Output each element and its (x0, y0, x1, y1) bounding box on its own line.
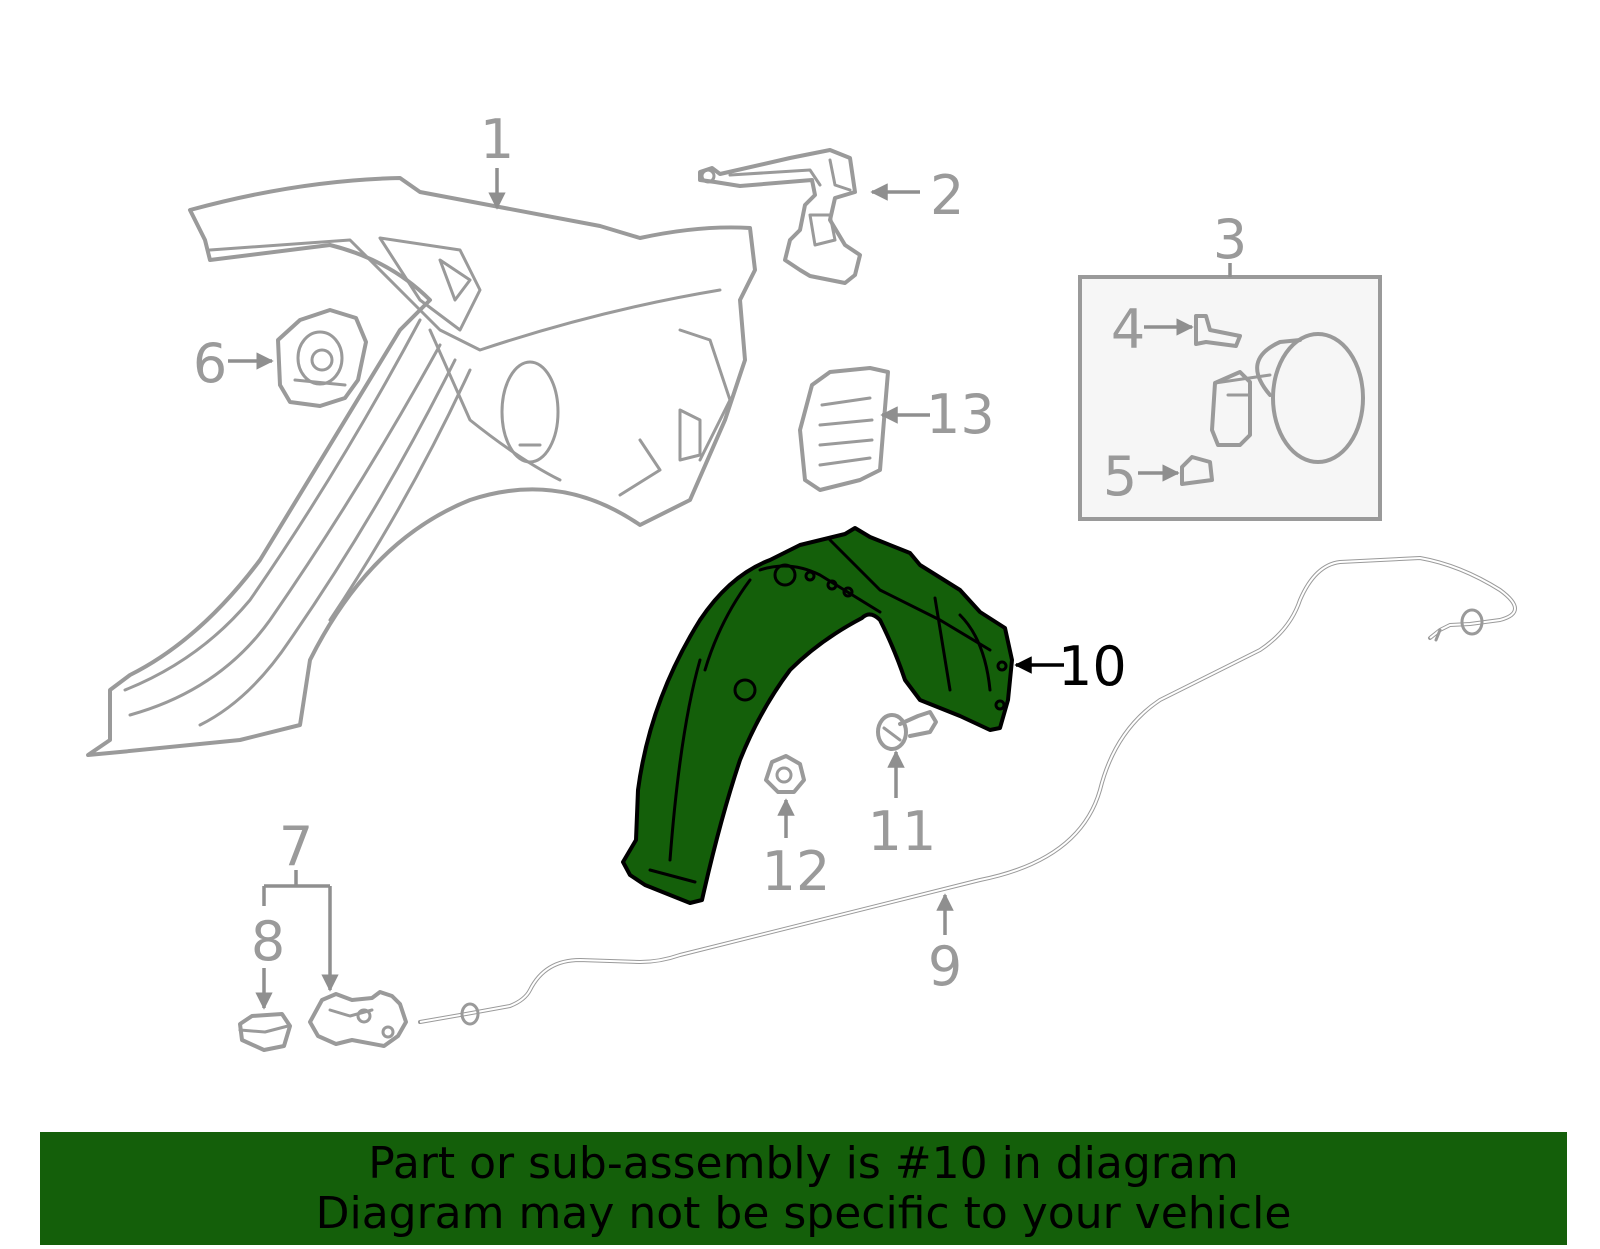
callout-4: 4 (1111, 298, 1145, 361)
wheelhouse-liner-part-10[interactable] (621, 526, 1064, 905)
info-banner: Part or sub-assembly is #10 in diagram D… (40, 1132, 1567, 1245)
callout-9: 9 (928, 935, 962, 998)
callout-5: 5 (1103, 445, 1137, 508)
callout-6: 6 (193, 332, 227, 395)
callout-10: 10 (1058, 635, 1127, 698)
callout-12: 12 (762, 840, 831, 903)
banner-line-1: Part or sub-assembly is #10 in diagram (368, 1137, 1239, 1189)
leader-bracket-part-7 (262, 870, 339, 992)
callout-2: 2 (930, 164, 964, 227)
vent-part-13[interactable] (798, 366, 930, 492)
callout-1: 1 (480, 108, 514, 171)
fuel-door-kit-box-part-3[interactable] (1078, 263, 1382, 521)
callout-8: 8 (251, 910, 285, 973)
screw-part-4[interactable] (1144, 314, 1242, 348)
quarter-panel-part-1[interactable] (86, 176, 757, 757)
callout-11: 11 (868, 800, 937, 863)
callout-13: 13 (926, 383, 995, 446)
fuel-filler-housing-part-6[interactable] (228, 308, 368, 408)
callout-3: 3 (1213, 208, 1247, 271)
cap-part-8[interactable] (238, 968, 292, 1052)
release-cable-part-9[interactable] (418, 556, 1517, 1026)
fuel-door-actuator-part-2[interactable] (698, 148, 862, 285)
banner-line-2: Diagram may not be specific to your vehi… (315, 1187, 1292, 1239)
push-clip-part-11[interactable] (876, 710, 938, 798)
callout-7: 7 (279, 815, 313, 878)
lock-assembly-part-7[interactable] (308, 990, 408, 1048)
nut-part-12[interactable] (764, 754, 806, 838)
info-banner-background (40, 1132, 1567, 1245)
clip-part-5[interactable] (1138, 455, 1214, 486)
